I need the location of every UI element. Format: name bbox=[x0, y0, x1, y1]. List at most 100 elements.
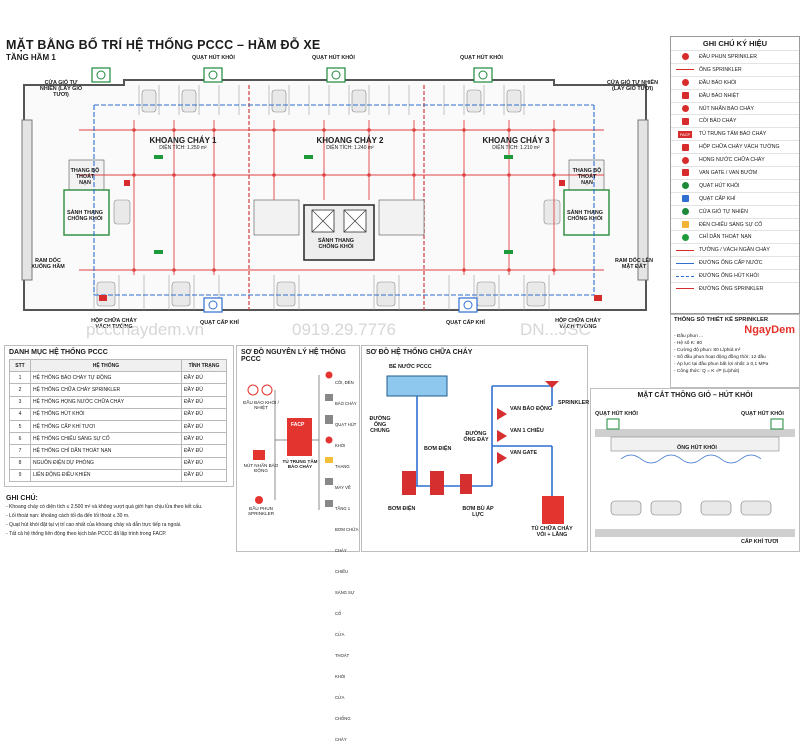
output-item: BƠM CHỮA CHÁY bbox=[335, 527, 359, 553]
sprinkler-pipe-icon bbox=[671, 69, 699, 71]
legend-label: ĐÈN CHIẾU SÁNG SỰ CỐ bbox=[699, 221, 763, 228]
discharge-label: ĐƯỜNG ỐNG ĐẨY bbox=[463, 431, 489, 443]
smoke-detector-icon bbox=[671, 79, 699, 87]
cell-system: LIÊN ĐỘNG ĐIỀU KHIỂN bbox=[30, 468, 182, 482]
cell-status: ĐẦY ĐỦ bbox=[181, 371, 227, 385]
exit-signs bbox=[154, 155, 513, 254]
note-item: - Khoang cháy có diện tích ≤ 2.500 m² và… bbox=[6, 504, 203, 510]
section-duct-label: ỐNG HÚT KHÓI bbox=[677, 445, 717, 451]
watermark-3: DN...JSC bbox=[520, 320, 591, 339]
brand-logo: NgayDem bbox=[744, 324, 795, 336]
legend-label: ỐNG SPRINKLER bbox=[699, 66, 742, 73]
electric-pump-label: BƠM ĐIỆN bbox=[388, 506, 416, 512]
legend-label: NÚT NHẤN BÁO CHÁY bbox=[699, 105, 754, 112]
parking-bottom bbox=[93, 275, 550, 310]
water-diagram bbox=[386, 375, 564, 524]
floor-plan bbox=[21, 67, 649, 313]
cell-stt: 6 bbox=[9, 432, 31, 446]
notes: GHI CHÚ: - Khoang cháy có diện tích ≤ 2.… bbox=[6, 494, 232, 539]
legend-label: ĐẦU BÁO KHÓI bbox=[699, 79, 737, 86]
legend-title: GHI CHÚ KÝ HIỆU bbox=[702, 39, 768, 48]
parking-top bbox=[138, 85, 525, 115]
hydrant-right-label: HỘP CHỮA CHÁY VÁCH TƯỜNG bbox=[555, 318, 601, 330]
legend-item: CỬA GIÓ TỰ NHIÊN bbox=[671, 204, 799, 218]
section-left-fan: QUẠT HÚT KHÓI bbox=[595, 411, 638, 417]
natural-vent-left: CỬA GIÓ TỰ NHIÊN (LẤY GIÓ TƯƠI) bbox=[39, 80, 83, 98]
cell-system: HỆ THỐNG HỌNG NƯỚC CHỮA CHÁY bbox=[30, 395, 182, 409]
section-diagram bbox=[595, 418, 795, 537]
output-item: QUẠT HÚT KHÓI bbox=[335, 422, 357, 448]
sprinkler-pipes bbox=[79, 120, 604, 275]
jockey-pump-label: BƠM BÙ ÁP LỰC bbox=[462, 506, 494, 518]
watermark-1: pccchaydem.vn bbox=[86, 320, 205, 339]
facp-icon: FACP bbox=[678, 130, 692, 138]
gate-valve-label: VAN GATE bbox=[510, 450, 538, 456]
legend-item: ĐƯỜNG ỐNG CẤP NƯỚC bbox=[671, 256, 799, 269]
ramp-up-label: RAM DỐC LÊN MẶT ĐẤT bbox=[614, 258, 654, 270]
legend-item: ĐẦU BÁO KHÓI bbox=[671, 75, 799, 89]
cell-stt: 3 bbox=[9, 395, 31, 409]
hydrant-left-label: HỘP CHỮA CHÁY VÁCH TƯỜNG bbox=[91, 318, 137, 330]
airflow bbox=[620, 454, 762, 464]
cell-status: ĐẦY ĐỦ bbox=[181, 468, 227, 482]
output-item: CỬA THOÁT KHÓI bbox=[335, 632, 350, 679]
cell-system: HỆ THỐNG CHIẾU SÁNG SỰ CỐ bbox=[30, 432, 182, 446]
cabinet-label: TỦ CHỮA CHÁY VÒI + LĂNG bbox=[531, 526, 573, 538]
legend-item: HỌNG NƯỚC CHỮA CHÁY bbox=[671, 153, 799, 166]
legend-label: QUẠT HÚT KHÓI bbox=[699, 182, 740, 189]
category-panel: DANH MỤC HỆ THỐNG PCCC STT HỆ THỐNG TÌNH… bbox=[4, 345, 234, 487]
note-item: - Quạt hút khói đặt tại vị trí cao nhất … bbox=[6, 522, 182, 528]
exhaust-fan-label-2: QUẠT HÚT KHÓI bbox=[312, 55, 355, 61]
smoke-duct-icon bbox=[671, 275, 699, 277]
legend-item: QUẠT CẤP KHÍ bbox=[671, 191, 799, 205]
cell-system: HỆ THỐNG CẤP KHÍ TƯƠI bbox=[30, 419, 182, 434]
legend-label: QUẠT CẤP KHÍ bbox=[699, 195, 736, 202]
page-title: MẶT BẰNG BỐ TRÍ HỆ THỐNG PCCC – HẦM ĐỖ X… bbox=[6, 38, 321, 52]
cell-status: ĐẦY ĐỦ bbox=[181, 407, 227, 421]
cell-status: ĐẦY ĐỦ bbox=[181, 383, 227, 397]
facp-label: FACP bbox=[291, 422, 305, 428]
sprinkler-label: SPRINKLER bbox=[558, 400, 590, 406]
left-ramp bbox=[21, 119, 33, 281]
input-sprinkler: ĐẦU PHUN SPRINKLER bbox=[247, 506, 275, 516]
legend-label: ĐƯỜNG ỐNG HÚT KHÓI bbox=[699, 273, 759, 280]
exit-stair-left: THANG BỘ THOÁT NẠN bbox=[70, 168, 100, 186]
lobby-center-label: SẢNH THANG CHỐNG KHÓI bbox=[318, 238, 354, 250]
heat-detector-icon bbox=[671, 92, 699, 100]
spec-line: - Hệ số K: 80 bbox=[674, 341, 702, 346]
supply-fan-group bbox=[203, 297, 478, 313]
zone-1-name: KHOANG CHÁY 1 bbox=[149, 136, 217, 145]
spec-line: - Công thức: Q = K √P (L/phút) bbox=[674, 369, 740, 374]
legend-item: HỘP CHỮA CHÁY VÁCH TƯỜNG bbox=[671, 140, 799, 153]
exhaust-fan-group bbox=[91, 67, 493, 83]
section-right-fan: QUẠT HÚT KHÓI bbox=[741, 411, 784, 417]
legend-label: TƯỜNG / VÁCH NGĂN CHÁY bbox=[699, 247, 770, 254]
legend-item: VAN GATE / VAN BƯỚM bbox=[671, 166, 799, 179]
vent-icon bbox=[671, 208, 699, 216]
exhaust-fan-label-3: QUẠT HÚT KHÓI bbox=[460, 55, 503, 61]
hose-cabinet bbox=[542, 496, 564, 524]
lobby-left bbox=[63, 189, 110, 236]
zone-2-area: DIỆN TÍCH: 1.240 m² bbox=[326, 145, 374, 151]
input-button: NÚT NHẤN BÁO ĐỘNG bbox=[243, 463, 279, 473]
hose-cabinet-icon bbox=[671, 143, 699, 151]
legend-item: ĐÈN CHIẾU SÁNG SỰ CỐ bbox=[671, 217, 799, 231]
right-ramp bbox=[637, 119, 649, 281]
exit-stair-right: THANG BỘ THOÁT NẠN bbox=[572, 168, 602, 186]
spec-lines: - Đầu phun ... - Hệ số K: 80 - Cường độ … bbox=[671, 325, 799, 375]
zone-2: KHOANG CHÁY 2 DIỆN TÍCH: 1.240 m² bbox=[300, 136, 400, 151]
hydrant-boxes bbox=[99, 180, 602, 301]
cell-stt: 5 bbox=[9, 419, 31, 434]
cell-status: ĐẦY ĐỦ bbox=[181, 395, 227, 409]
cell-status: ĐẦY ĐỦ bbox=[181, 456, 227, 470]
cell-system: HỆ THỐNG HÚT KHÓI bbox=[30, 407, 182, 421]
natural-vent-right: CỬA GIÓ TỰ NHIÊN (LẤY GIÓ TƯƠI) bbox=[607, 80, 658, 92]
valve-icon bbox=[671, 169, 699, 177]
legend-label: CÒI BÁO CHÁY bbox=[699, 118, 737, 125]
cell-system: HỆ THỐNG CHỮA CHÁY SPRINKLER bbox=[30, 383, 182, 397]
